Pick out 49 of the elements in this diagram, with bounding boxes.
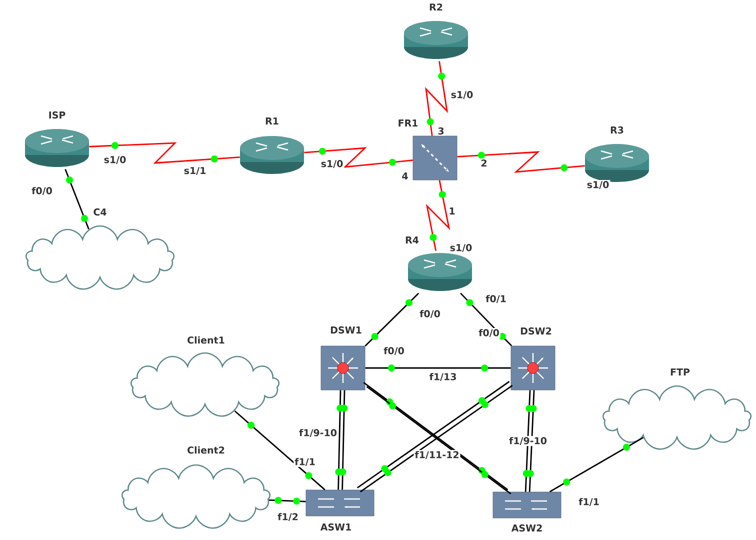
interface-label: f1/2: [276, 512, 300, 522]
interface-label: 2: [480, 158, 488, 168]
device-name: DSW2: [519, 326, 553, 336]
device-name: R4: [404, 236, 420, 244]
device-name: ISP: [47, 110, 67, 120]
interface-label: f1/1: [578, 496, 600, 508]
device-name: ASW1: [319, 522, 353, 532]
device-name: FTP: [669, 368, 691, 376]
link-line: [64, 168, 90, 230]
device-name: Client1: [186, 335, 226, 345]
interface-label: f0/0: [382, 346, 406, 356]
interface-label: 4: [400, 172, 410, 180]
interface-label: f1/11-12: [414, 450, 460, 460]
link-line: [425, 61, 448, 136]
device-name: ASW2: [510, 523, 544, 533]
interface-label: f1/9-10: [298, 428, 338, 438]
interface-label: f0/0: [30, 186, 54, 196]
interface-label: 1: [448, 206, 456, 216]
interface-label: s1/0: [320, 159, 344, 169]
link-line: [339, 390, 348, 490]
link-line: [526, 390, 537, 492]
interface-label: f1/1: [294, 456, 316, 468]
link-line: [234, 410, 326, 490]
interface-label: s1/0: [448, 243, 474, 253]
link-line: [365, 364, 511, 372]
link-line: [304, 147, 413, 168]
interface-label: s1/0: [450, 90, 474, 100]
interface-label: 3: [436, 126, 446, 136]
interface-label: f0/0: [478, 328, 500, 338]
device-name: C4: [92, 207, 108, 217]
device-name: R3: [609, 125, 625, 135]
device-name: R1: [264, 116, 280, 126]
link-line: [89, 142, 240, 164]
link-line: [549, 436, 644, 492]
interface-label: f1/9-10: [508, 436, 548, 446]
interface-label: f1/13: [428, 372, 458, 382]
link-line: [364, 292, 420, 347]
link-line: [457, 151, 585, 173]
interface-label: f0/0: [418, 308, 442, 320]
interface-label: s1/1: [182, 166, 208, 176]
device-name: Client2: [186, 445, 226, 455]
interface-label: f0/1: [484, 294, 508, 304]
link-line: [268, 496, 306, 505]
interface-label: s1/0: [586, 180, 610, 190]
interface-label: s1/0: [102, 155, 128, 165]
device-name: FR1: [396, 118, 420, 128]
link-line: [426, 180, 450, 251]
device-name: DSW1: [329, 325, 363, 335]
device-name: R2: [428, 2, 444, 12]
